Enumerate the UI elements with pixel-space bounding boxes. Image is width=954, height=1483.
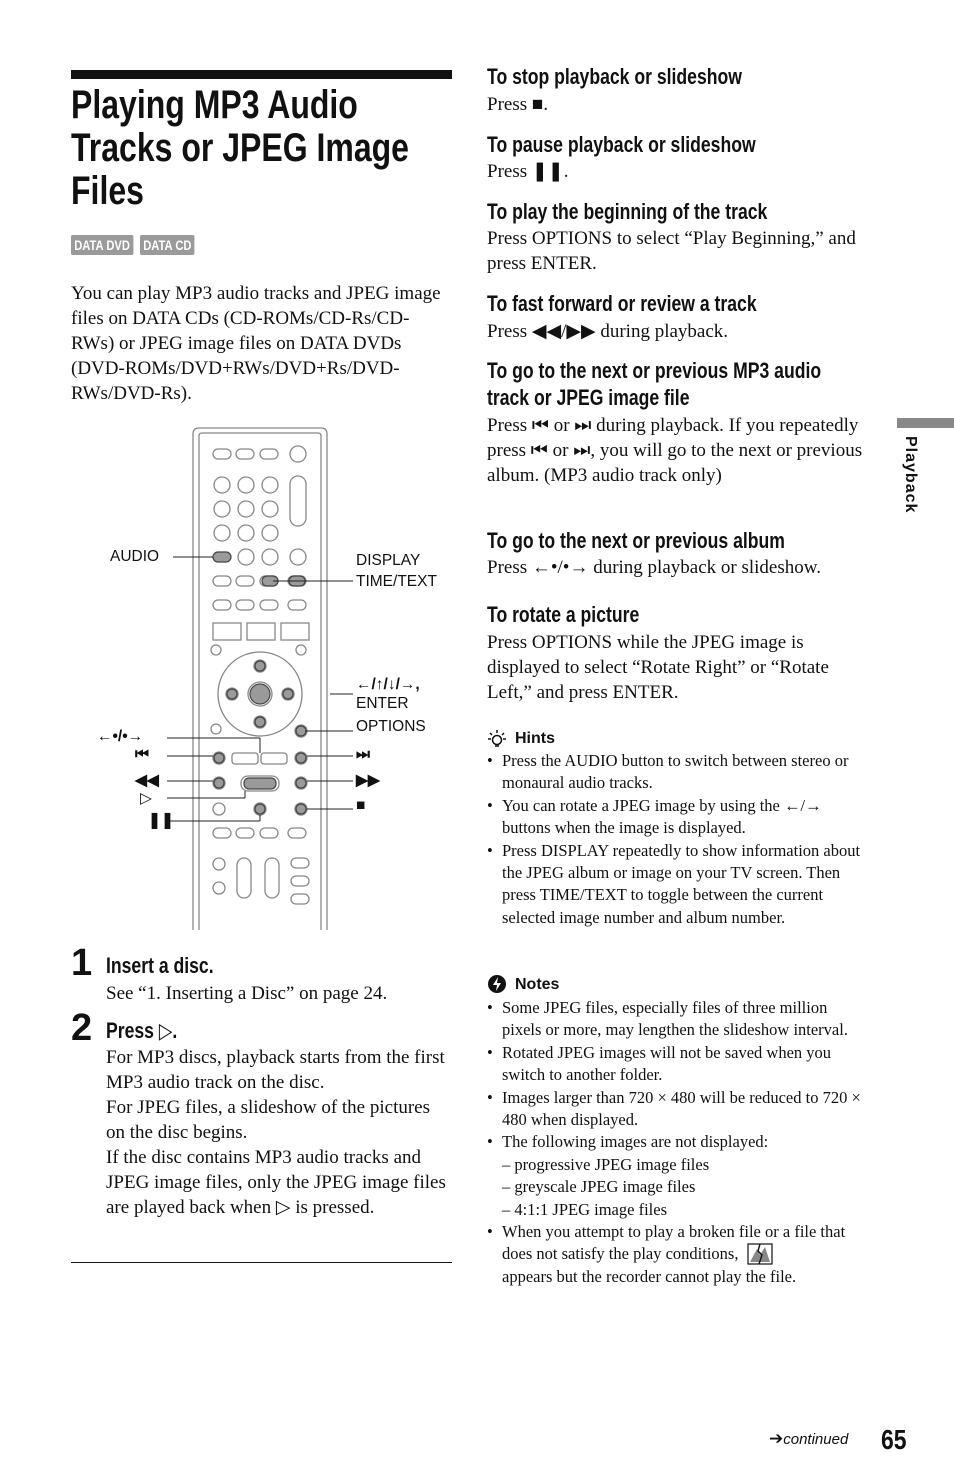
remote-control-illustration bbox=[167, 427, 353, 930]
list-item: Press the AUDIO button to switch between… bbox=[487, 750, 869, 795]
step-2-number: 2 bbox=[71, 1007, 93, 1049]
section-next-album-heading: To go to the next or previous album bbox=[487, 528, 785, 553]
section-beginning-body: Press OPTIONS to select “Play Beginning,… bbox=[487, 228, 856, 274]
broken-image-icon bbox=[747, 1243, 773, 1266]
sub-item: – progressive JPEG image files bbox=[502, 1154, 710, 1174]
list-item: You can rotate a JPEG image by using the… bbox=[487, 795, 869, 840]
column-end-rule bbox=[71, 1262, 452, 1263]
hints-list: Press the AUDIO button to switch between… bbox=[487, 750, 869, 929]
play-icon: ▷ bbox=[140, 790, 152, 807]
intro-paragraph: You can play MP3 audio tracks and JPEG i… bbox=[71, 283, 441, 404]
note-text: When you attempt to play a broken file o… bbox=[502, 1222, 846, 1264]
list-item: The following images are not displayed: … bbox=[487, 1131, 869, 1221]
fast-forward-icon: ▶▶ bbox=[356, 772, 380, 789]
options-label: OPTIONS bbox=[356, 718, 426, 735]
notes-heading: Notes bbox=[515, 976, 560, 993]
step-1-number: 1 bbox=[71, 942, 93, 984]
section-tab-bar bbox=[897, 418, 954, 428]
section-stop-heading: To stop playback or slideshow bbox=[487, 64, 742, 89]
page-number: 65 bbox=[881, 1424, 907, 1455]
enter-label: ENTER bbox=[356, 695, 409, 712]
section-tab-label: Playback bbox=[902, 436, 919, 514]
step-1-heading: Insert a disc. bbox=[106, 953, 214, 978]
hints-heading: Hints bbox=[515, 730, 555, 747]
rewind-icon: ◀◀ bbox=[135, 772, 159, 789]
list-item: Images larger than 720 × 480 will be red… bbox=[487, 1087, 869, 1132]
step-1-body: See “1. Inserting a Disc” on page 24. bbox=[106, 983, 388, 1004]
lightbulb-icon bbox=[488, 730, 506, 747]
section-stop-body: Press ■. bbox=[487, 94, 549, 115]
section-fast-forward-body: Press ◀◀/▶▶ during playback. bbox=[487, 321, 729, 342]
notes-list: Some JPEG files, especially files of thr… bbox=[487, 997, 869, 1288]
list-item: When you attempt to play a broken file o… bbox=[487, 1221, 869, 1288]
note-text: appears but the recorder cannot play the… bbox=[502, 1266, 797, 1286]
section-rotate-heading: To rotate a picture bbox=[487, 602, 640, 627]
page-title: Playing MP3 Audio Tracks or JPEG Image F… bbox=[71, 83, 409, 213]
section-next-track-body: Press ⏮ or ⏭ during playback. If you rep… bbox=[487, 415, 863, 486]
section-rotate-body: Press OPTIONS while the JPEG image is di… bbox=[487, 632, 829, 703]
next-icon: ⏭ bbox=[356, 746, 370, 763]
note-warning-icon bbox=[488, 975, 506, 993]
sub-item: – greyscale JPEG image files bbox=[502, 1177, 696, 1197]
step-2-body: For MP3 discs, playback starts from the … bbox=[106, 1047, 446, 1218]
section-pause-body: Press ❚❚. bbox=[487, 161, 569, 182]
stop-icon: ■ bbox=[356, 797, 366, 814]
pause-icon: ❚❚ bbox=[148, 812, 174, 829]
arrow-right-icon: ➔ bbox=[769, 1429, 784, 1449]
slide-album-label: ←•/•→ bbox=[97, 728, 144, 745]
step-2-heading: Press ▷. bbox=[106, 1018, 178, 1043]
sub-item: – 4:1:1 JPEG image files bbox=[502, 1199, 667, 1219]
title-rule bbox=[71, 70, 452, 79]
list-item: Rotated JPEG images will not be saved wh… bbox=[487, 1042, 869, 1087]
list-item: Press DISPLAY repeatedly to show informa… bbox=[487, 840, 869, 930]
prev-icon: ⏮ bbox=[135, 746, 149, 763]
time-text-label: TIME/TEXT bbox=[356, 573, 437, 590]
data-dvd-badge: DATA DVD bbox=[71, 235, 134, 255]
section-beginning-heading: To play the beginning of the track bbox=[487, 199, 768, 224]
section-fast-forward-heading: To fast forward or review a track bbox=[487, 291, 757, 316]
list-item: Some JPEG files, especially files of thr… bbox=[487, 997, 869, 1042]
display-label: DISPLAY bbox=[356, 552, 421, 569]
section-pause-heading: To pause playback or slideshow bbox=[487, 132, 756, 157]
section-next-album-body: Press ←•/•→ during playback or slideshow… bbox=[487, 557, 821, 578]
data-cd-badge: DATA CD bbox=[140, 235, 195, 255]
note-text: The following images are not displayed: bbox=[502, 1132, 769, 1152]
arrows-label: ←/↑/↓/→, bbox=[356, 676, 420, 693]
continued-note: ➔continued bbox=[769, 1429, 848, 1449]
audio-label: AUDIO bbox=[110, 548, 160, 565]
continued-text: continued bbox=[783, 1431, 849, 1448]
section-next-track-heading: To go to the next or previous MP3 audio … bbox=[487, 358, 822, 410]
